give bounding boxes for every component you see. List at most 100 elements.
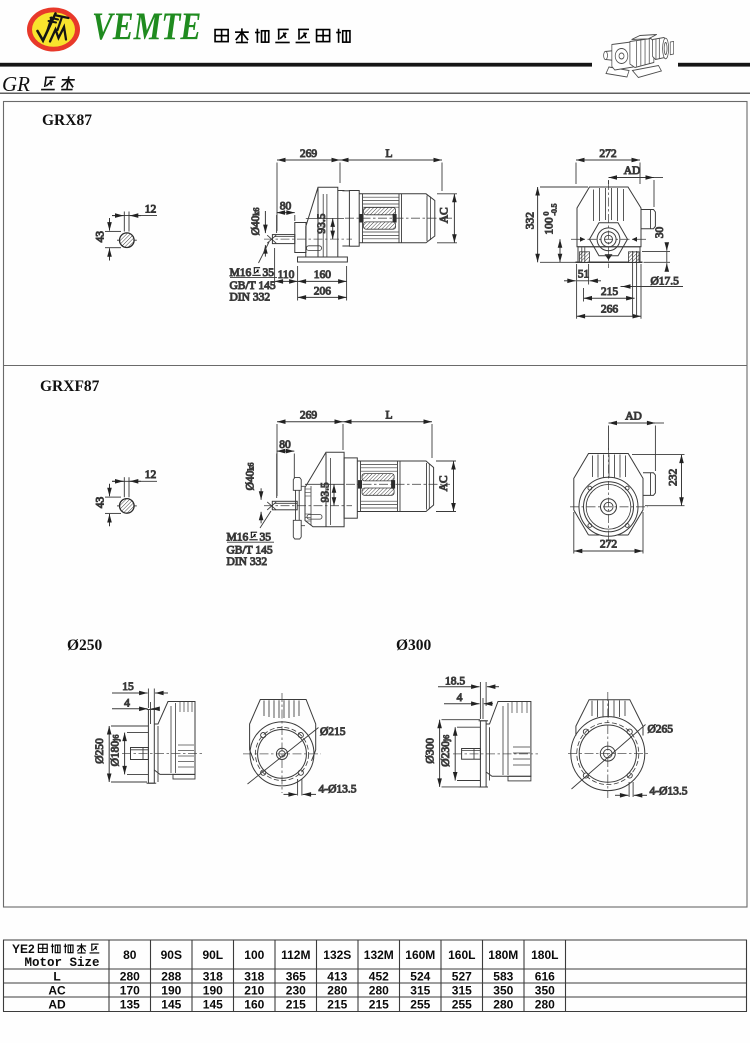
svg-text:232: 232 xyxy=(668,469,680,487)
svg-text:80: 80 xyxy=(279,439,291,451)
svg-text:452: 452 xyxy=(369,970,389,984)
svg-text:90L: 90L xyxy=(202,948,223,962)
svg-text:43: 43 xyxy=(95,497,107,509)
svg-text:Ø40k6: Ø40k6 xyxy=(250,208,262,236)
svg-text:4: 4 xyxy=(457,692,463,704)
svg-text:215: 215 xyxy=(369,998,389,1012)
svg-text:51: 51 xyxy=(578,269,590,281)
svg-text:AD: AD xyxy=(625,411,642,423)
svg-text:90S: 90S xyxy=(161,948,182,962)
svg-text:12: 12 xyxy=(145,469,157,481)
svg-text:AC: AC xyxy=(48,984,66,998)
svg-text:145: 145 xyxy=(203,998,223,1012)
svg-text:190: 190 xyxy=(161,984,181,998)
svg-text:318: 318 xyxy=(203,970,223,984)
svg-text:269: 269 xyxy=(300,409,318,421)
svg-text:413: 413 xyxy=(327,970,347,984)
svg-text:Motor Size: Motor Size xyxy=(24,956,99,970)
svg-text:280: 280 xyxy=(535,998,555,1012)
svg-text:288: 288 xyxy=(161,970,181,984)
svg-text:AD: AD xyxy=(624,165,641,177)
svg-text:M16: M16 xyxy=(227,531,249,543)
svg-text:255: 255 xyxy=(452,998,472,1012)
svg-text:18.5: 18.5 xyxy=(445,675,465,687)
svg-text:280: 280 xyxy=(493,998,513,1012)
svg-text:Ø250: Ø250 xyxy=(94,738,106,764)
svg-text:Ø40k6: Ø40k6 xyxy=(245,463,257,491)
svg-text:132S: 132S xyxy=(323,948,351,962)
svg-text:4-Ø13.5: 4-Ø13.5 xyxy=(319,783,357,795)
svg-text:DIN 332: DIN 332 xyxy=(230,291,271,303)
svg-text:L: L xyxy=(53,970,60,984)
svg-text:524: 524 xyxy=(410,970,430,984)
svg-text:93.5: 93.5 xyxy=(316,213,328,233)
svg-text:35: 35 xyxy=(260,531,272,543)
svg-text:160L: 160L xyxy=(448,948,475,962)
svg-text:Ø230j6: Ø230j6 xyxy=(440,735,452,767)
svg-text:215: 215 xyxy=(601,286,619,298)
svg-text:-0.5: -0.5 xyxy=(550,203,559,215)
svg-text:215: 215 xyxy=(327,998,347,1012)
svg-text:583: 583 xyxy=(493,970,513,984)
svg-text:365: 365 xyxy=(286,970,306,984)
svg-text:80: 80 xyxy=(280,201,292,213)
svg-text:180M: 180M xyxy=(488,948,518,962)
svg-text:315: 315 xyxy=(410,984,430,998)
svg-text:AC: AC xyxy=(439,207,451,223)
svg-text:332: 332 xyxy=(525,212,537,230)
svg-text:215: 215 xyxy=(286,998,306,1012)
svg-text:Ø180j6: Ø180j6 xyxy=(110,735,122,767)
svg-text:280: 280 xyxy=(327,984,347,998)
svg-text:350: 350 xyxy=(535,984,555,998)
svg-text:M16: M16 xyxy=(230,267,252,279)
svg-text:35: 35 xyxy=(263,267,275,279)
svg-text:135: 135 xyxy=(120,998,140,1012)
svg-text:280: 280 xyxy=(120,970,140,984)
svg-text:93.5: 93.5 xyxy=(320,482,332,502)
svg-text:255: 255 xyxy=(410,998,430,1012)
svg-text:206: 206 xyxy=(314,285,332,297)
svg-text:4-Ø13.5: 4-Ø13.5 xyxy=(650,785,688,797)
svg-text:280: 280 xyxy=(369,984,389,998)
svg-text:100: 100 xyxy=(544,217,556,235)
svg-text:266: 266 xyxy=(601,303,619,315)
svg-text:180L: 180L xyxy=(531,948,558,962)
svg-text:210: 210 xyxy=(244,984,264,998)
svg-text:145: 145 xyxy=(161,998,181,1012)
svg-text:269: 269 xyxy=(300,148,318,160)
svg-text:GB/T 145: GB/T 145 xyxy=(230,280,276,292)
svg-text:272: 272 xyxy=(600,539,618,551)
svg-text:4: 4 xyxy=(124,697,130,709)
svg-text:272: 272 xyxy=(599,148,617,160)
svg-text:230: 230 xyxy=(286,984,306,998)
svg-text:80: 80 xyxy=(123,948,137,962)
svg-text:GB/T 145: GB/T 145 xyxy=(227,544,273,556)
svg-text:190: 190 xyxy=(203,984,223,998)
svg-text:132M: 132M xyxy=(364,948,394,962)
svg-text:Ø17.5: Ø17.5 xyxy=(651,275,680,287)
svg-text:12: 12 xyxy=(145,204,157,216)
svg-text:160: 160 xyxy=(314,269,332,281)
svg-text:100: 100 xyxy=(244,948,264,962)
svg-text:AC: AC xyxy=(438,475,450,491)
svg-text:YE2: YE2 xyxy=(12,942,35,956)
svg-text:AD: AD xyxy=(48,998,66,1012)
svg-text:350: 350 xyxy=(493,984,513,998)
svg-text:616: 616 xyxy=(535,970,555,984)
svg-text:160: 160 xyxy=(244,998,264,1012)
svg-text:112M: 112M xyxy=(281,948,310,962)
svg-text:170: 170 xyxy=(120,984,140,998)
svg-text:110: 110 xyxy=(278,269,295,281)
svg-text:Ø300: Ø300 xyxy=(425,738,437,764)
svg-text:DIN 332: DIN 332 xyxy=(227,556,268,568)
svg-text:Ø265: Ø265 xyxy=(648,724,674,736)
svg-text:Ø215: Ø215 xyxy=(320,726,346,738)
svg-text:L: L xyxy=(385,409,392,421)
svg-text:318: 318 xyxy=(244,970,264,984)
svg-text:315: 315 xyxy=(452,984,472,998)
svg-text:30: 30 xyxy=(654,227,666,239)
svg-text:0: 0 xyxy=(542,212,551,216)
svg-text:L: L xyxy=(385,148,392,160)
svg-text:43: 43 xyxy=(95,231,107,243)
svg-text:527: 527 xyxy=(452,970,472,984)
